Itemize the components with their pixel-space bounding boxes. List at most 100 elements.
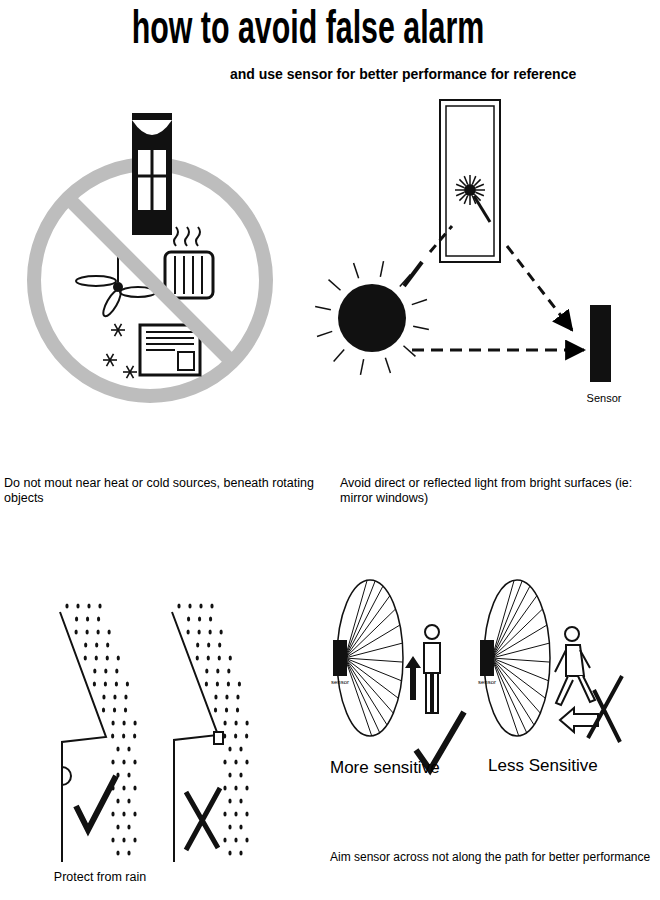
detection-zone-line bbox=[492, 581, 522, 658]
caption: Do not mout near heat or cold sources, b… bbox=[4, 476, 329, 506]
rain-drop bbox=[106, 655, 109, 660]
rain-drop bbox=[116, 850, 119, 855]
rain-drop bbox=[104, 668, 107, 673]
snowflake bbox=[115, 324, 122, 336]
detection-zone-line bbox=[345, 643, 402, 658]
prohibition-panel bbox=[34, 113, 266, 396]
glare-ray bbox=[476, 189, 485, 191]
snowflake bbox=[107, 354, 114, 366]
rain-drop bbox=[198, 629, 201, 634]
rain-drop bbox=[102, 707, 105, 712]
rain-drop bbox=[127, 772, 130, 777]
direction-panel bbox=[333, 580, 622, 770]
rain-drop bbox=[239, 798, 242, 803]
rain-drop bbox=[115, 681, 118, 686]
caption: More sensitive bbox=[330, 758, 465, 778]
glare-ray bbox=[469, 175, 471, 184]
rain-drop bbox=[207, 642, 210, 647]
detection-zone-line bbox=[492, 643, 549, 658]
rain-drop bbox=[133, 785, 136, 790]
snowflake bbox=[115, 324, 122, 336]
rain-drop bbox=[216, 681, 219, 686]
glare-ray bbox=[459, 194, 465, 200]
rain-drop bbox=[245, 837, 248, 842]
rain-drop bbox=[111, 733, 114, 738]
rain-drop bbox=[122, 759, 125, 764]
rain-drop bbox=[228, 798, 231, 803]
rain-drop bbox=[97, 629, 100, 634]
rain-drop bbox=[187, 629, 190, 634]
walking-person bbox=[555, 627, 595, 705]
rain-drop bbox=[223, 785, 226, 790]
rain-drop bbox=[133, 837, 136, 842]
glare-ray bbox=[476, 192, 484, 195]
rain-drop bbox=[127, 850, 130, 855]
rain-drop bbox=[236, 694, 239, 699]
detection-zone-line bbox=[492, 658, 519, 736]
detection-zone-line bbox=[345, 658, 380, 733]
rain-drop bbox=[133, 720, 136, 725]
rain-drop bbox=[245, 759, 248, 764]
rain-drop bbox=[87, 603, 90, 608]
rain-drop bbox=[218, 655, 221, 660]
rain-drop bbox=[245, 785, 248, 790]
rain-drop bbox=[97, 616, 100, 621]
sun-ray bbox=[385, 358, 390, 373]
rain-drop bbox=[205, 668, 208, 673]
glare-ray bbox=[472, 176, 475, 184]
rain-drop bbox=[113, 707, 116, 712]
detection-zone-line bbox=[345, 609, 396, 658]
snowflake bbox=[107, 354, 114, 366]
rain-drop bbox=[111, 837, 114, 842]
sun-ray bbox=[317, 331, 332, 336]
rain-drop bbox=[111, 811, 114, 816]
detection-zone-line bbox=[345, 658, 387, 725]
glare-ray bbox=[474, 179, 480, 185]
rain-drop bbox=[124, 694, 127, 699]
rain-drop bbox=[106, 642, 109, 647]
detection-zone-line bbox=[492, 658, 540, 713]
rain-drop bbox=[75, 616, 78, 621]
rain-drop bbox=[210, 603, 213, 608]
rain-drop bbox=[116, 746, 119, 751]
rain-drop bbox=[93, 681, 96, 686]
rain-drop bbox=[111, 759, 114, 764]
rain-drop bbox=[234, 720, 237, 725]
detection-zone-line bbox=[345, 658, 393, 713]
rain-drop bbox=[133, 733, 136, 738]
rain-drop bbox=[116, 798, 119, 803]
rain-panel bbox=[60, 603, 249, 862]
rain-drop bbox=[234, 759, 237, 764]
rain-drop bbox=[76, 603, 79, 608]
rain-drop bbox=[86, 629, 89, 634]
rain-drop bbox=[102, 694, 105, 699]
glare-ray bbox=[456, 184, 464, 187]
sun-ray bbox=[334, 349, 345, 361]
rain-drop bbox=[117, 655, 120, 660]
detection-zone-line bbox=[492, 658, 545, 698]
sun-ray bbox=[380, 261, 383, 277]
air-conditioner bbox=[140, 325, 200, 375]
glare-ray bbox=[464, 196, 467, 204]
caption: Protect from rain bbox=[30, 870, 170, 885]
rain-drop bbox=[177, 603, 180, 608]
rain-drop bbox=[127, 824, 130, 829]
rain-drop bbox=[214, 707, 217, 712]
rain-drop bbox=[111, 720, 114, 725]
rain-drop bbox=[199, 603, 202, 608]
rain-drop bbox=[93, 668, 96, 673]
detection-zone-line bbox=[345, 658, 372, 736]
rain-drop bbox=[223, 720, 226, 725]
sun-ray bbox=[329, 280, 341, 291]
detection-zone-line bbox=[492, 625, 547, 658]
rain-drop bbox=[188, 603, 191, 608]
rain-drop bbox=[234, 811, 237, 816]
detection-zone-line bbox=[492, 586, 530, 658]
rain-drop bbox=[225, 694, 228, 699]
rain-drop bbox=[122, 720, 125, 725]
rain-drop bbox=[223, 811, 226, 816]
rain-drop bbox=[84, 655, 87, 660]
rain-drop bbox=[220, 629, 223, 634]
glare-ray bbox=[456, 192, 464, 195]
rain-drop bbox=[223, 759, 226, 764]
